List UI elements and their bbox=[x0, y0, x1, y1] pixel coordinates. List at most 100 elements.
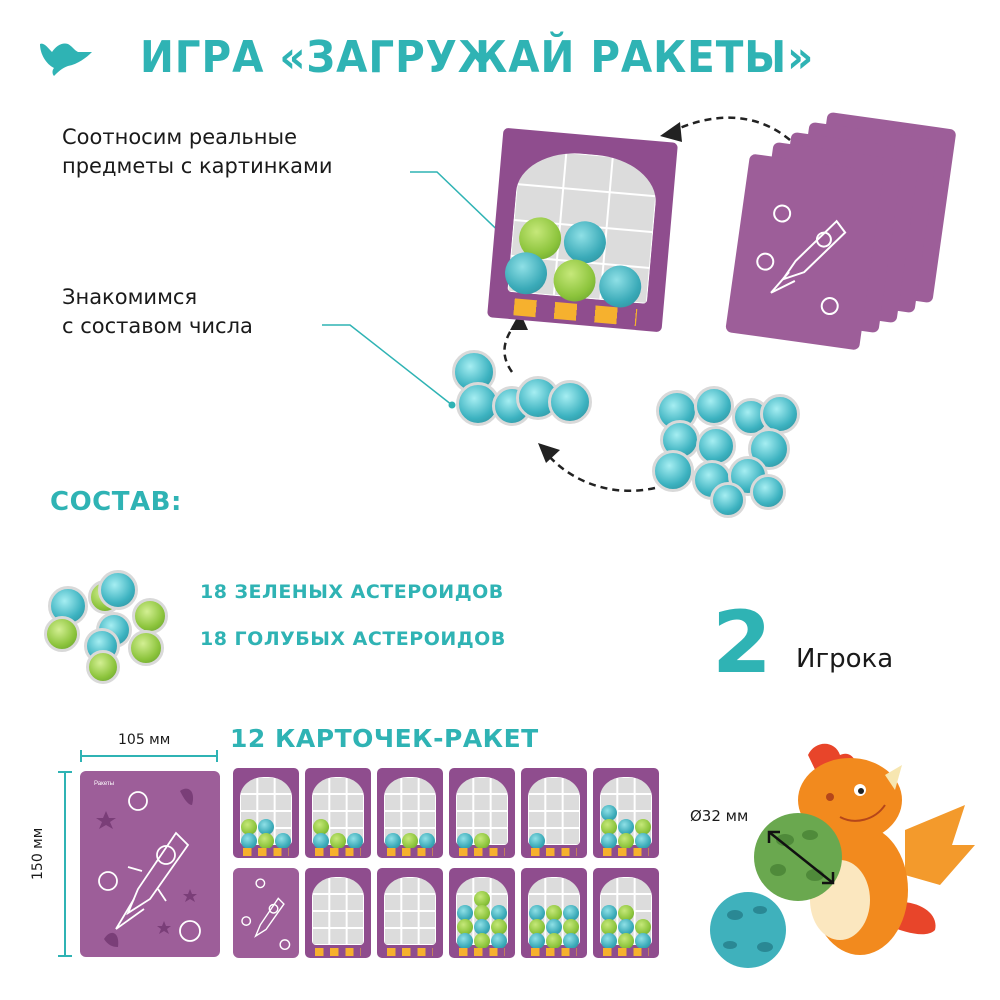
rocket-card bbox=[449, 768, 515, 858]
blue-asteroid bbox=[491, 904, 508, 921]
blue-asteroid bbox=[456, 832, 473, 849]
blue-asteroid bbox=[618, 818, 634, 835]
rocket-window bbox=[311, 877, 365, 946]
card-back-label: Ракеты bbox=[94, 781, 115, 787]
rocket-flames bbox=[314, 848, 362, 857]
rocket-window bbox=[527, 777, 581, 846]
rocket-card bbox=[593, 868, 659, 958]
green-asteroid bbox=[330, 832, 346, 849]
rocket-card-stack bbox=[725, 111, 965, 351]
rocket-flames bbox=[386, 948, 434, 957]
green-asteroid bbox=[546, 932, 562, 949]
blue-asteroid bbox=[600, 904, 617, 921]
blue-asteroid bbox=[600, 932, 617, 949]
blue-asteroid bbox=[563, 904, 580, 921]
green-asteroid bbox=[618, 932, 634, 949]
blue-asteroid bbox=[419, 832, 436, 849]
green-asteroid bbox=[491, 918, 508, 935]
blue-asteroid bbox=[528, 904, 545, 921]
rocket-drawing-icon bbox=[756, 204, 847, 316]
blue-asteroid bbox=[474, 918, 490, 935]
blue-asteroid bbox=[635, 832, 652, 849]
rocket-drawing-icon bbox=[96, 788, 201, 947]
rocket-card-filled bbox=[487, 127, 678, 333]
players-count: 2 bbox=[712, 593, 772, 693]
card-width-label: 105 мм bbox=[118, 732, 171, 748]
rocket-flames bbox=[458, 848, 506, 857]
green-asteroid bbox=[618, 832, 634, 849]
rocket-card bbox=[521, 768, 587, 858]
blue-asteroid bbox=[456, 932, 473, 949]
asteroid-mix-icon bbox=[40, 570, 170, 684]
rocket-card bbox=[449, 868, 515, 958]
card-width-line bbox=[80, 755, 218, 757]
feature-number-line2: с составом числа bbox=[62, 314, 253, 338]
green-asteroid bbox=[258, 832, 274, 849]
green-asteroid bbox=[618, 904, 634, 921]
card-back-top bbox=[725, 153, 884, 351]
rocket-flames bbox=[602, 948, 650, 957]
connector-lines bbox=[322, 116, 791, 493]
rocket-flames bbox=[386, 848, 434, 857]
rocket-card bbox=[233, 768, 299, 858]
blue-asteroid bbox=[635, 932, 652, 949]
rocket-flames bbox=[602, 848, 650, 857]
card-height-label: 150 мм bbox=[30, 827, 46, 880]
green-asteroid bbox=[600, 818, 617, 835]
asteroid-pile-large bbox=[650, 382, 800, 518]
rocket-flames bbox=[314, 948, 362, 957]
rocket-flames bbox=[242, 848, 290, 857]
green-asteroid bbox=[240, 818, 257, 835]
green-asteroid bbox=[402, 832, 418, 849]
rocket-card bbox=[305, 768, 371, 858]
feature-matching-line1: Соотносим реальные bbox=[62, 125, 298, 149]
blue-asteroid bbox=[312, 832, 329, 849]
feature-matching: Соотносим реальные предметы с картинками bbox=[62, 123, 333, 181]
rocket-card bbox=[593, 768, 659, 858]
composition-heading: СОСТАВ: bbox=[50, 487, 182, 517]
card-height-line bbox=[64, 771, 66, 957]
feature-number-composition: Знакомимся с составом числа bbox=[62, 283, 253, 341]
green-asteroid bbox=[635, 818, 652, 835]
blue-asteroid bbox=[528, 932, 545, 949]
green-asteroid bbox=[600, 918, 617, 935]
green-asteroid bbox=[474, 890, 490, 907]
feature-number-line1: Знакомимся bbox=[62, 285, 198, 309]
blue-asteroid bbox=[528, 832, 545, 849]
blue-asteroid bbox=[546, 918, 562, 935]
rocket-cards-grid bbox=[233, 768, 667, 958]
players-label: Игрока bbox=[796, 644, 894, 674]
rocket-flames bbox=[458, 948, 506, 957]
blue-asteroid bbox=[347, 832, 364, 849]
asteroid-pile-small bbox=[448, 350, 598, 430]
page-title: ИГРА «ЗАГРУЖАЙ РАКЕТЫ» bbox=[140, 32, 815, 83]
asteroid-diameter-label: Ø32 мм bbox=[690, 807, 749, 825]
card-back-small bbox=[233, 868, 299, 958]
blue-asteroid bbox=[384, 832, 401, 849]
rocket-card bbox=[377, 868, 443, 958]
green-asteroid bbox=[456, 918, 473, 935]
blue-asteroid bbox=[240, 832, 257, 849]
blue-asteroid bbox=[258, 818, 274, 835]
blue-asteroid bbox=[491, 932, 508, 949]
green-asteroid bbox=[312, 818, 329, 835]
green-asteroid bbox=[635, 918, 652, 935]
blue-asteroid bbox=[563, 932, 580, 949]
green-asteroid bbox=[474, 932, 490, 949]
rocket-card bbox=[521, 868, 587, 958]
green-asteroids-count: 18 ЗЕЛЕНЫХ АСТЕРОИДОВ bbox=[200, 581, 504, 603]
green-asteroid bbox=[474, 904, 490, 921]
blue-asteroid bbox=[600, 832, 617, 849]
rocket-window bbox=[383, 877, 437, 946]
green-asteroid bbox=[546, 904, 562, 921]
feature-matching-line2: предметы с картинками bbox=[62, 154, 333, 178]
rocket-card bbox=[305, 868, 371, 958]
rocket-drawing-icon bbox=[241, 878, 291, 951]
rocket-card bbox=[377, 768, 443, 858]
cards-heading: 12 КАРТОЧЕК-РАКЕТ bbox=[230, 724, 539, 753]
green-asteroid bbox=[563, 918, 580, 935]
blue-asteroid bbox=[600, 804, 617, 821]
card-back-large: Ракеты bbox=[80, 771, 220, 957]
blue-asteroids-count: 18 ГОЛУБЫХ АСТЕРОИДОВ bbox=[200, 628, 506, 650]
green-asteroid bbox=[528, 918, 545, 935]
